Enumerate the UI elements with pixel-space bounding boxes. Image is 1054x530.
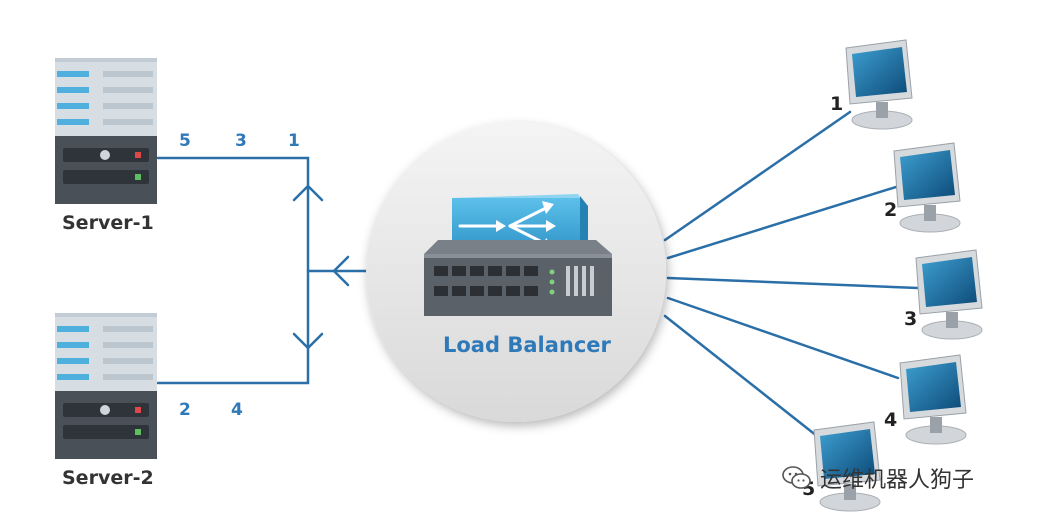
client-1-label: 1 <box>830 93 844 115</box>
server-2-label: Server-2 <box>62 467 154 489</box>
watermark: 运维机器人狗子 <box>782 462 974 494</box>
client5-link <box>663 314 824 442</box>
server-2-route-label: 4 <box>231 400 243 420</box>
watermark-text: 运维机器人狗子 <box>820 468 975 493</box>
server-1-route-label: 3 <box>235 131 247 151</box>
server1-link <box>156 156 310 385</box>
client1-link <box>663 110 852 242</box>
server-2-route-label: 2 <box>179 400 191 420</box>
wechat-icon <box>782 466 811 489</box>
server-1-route-label: 1 <box>288 131 300 151</box>
client-4-icon <box>899 354 967 445</box>
client-2-label: 2 <box>884 199 898 221</box>
client-2-icon <box>893 142 961 233</box>
client-3-icon <box>915 249 983 340</box>
arrow-down-icon <box>292 332 324 350</box>
server-1-route-label: 5 <box>179 131 191 151</box>
client2-link <box>666 185 898 260</box>
client-4-label: 4 <box>884 409 898 431</box>
client4-link <box>666 296 900 380</box>
server-1-label: Server-1 <box>62 212 154 234</box>
load-balancer-icon <box>424 194 612 316</box>
client-1-icon <box>845 39 913 130</box>
client-3-label: 3 <box>904 308 918 330</box>
client-5-icon <box>813 421 881 512</box>
load-balancer-node <box>366 122 666 422</box>
arrow-left-icon <box>332 255 350 287</box>
client3-link <box>666 276 920 290</box>
server-2-icon <box>55 313 157 459</box>
connection-lines <box>156 110 920 442</box>
arrow-up-icon <box>292 184 324 202</box>
load-balancer-label: Load Balancer <box>443 333 611 357</box>
server-1-icon <box>55 58 157 204</box>
